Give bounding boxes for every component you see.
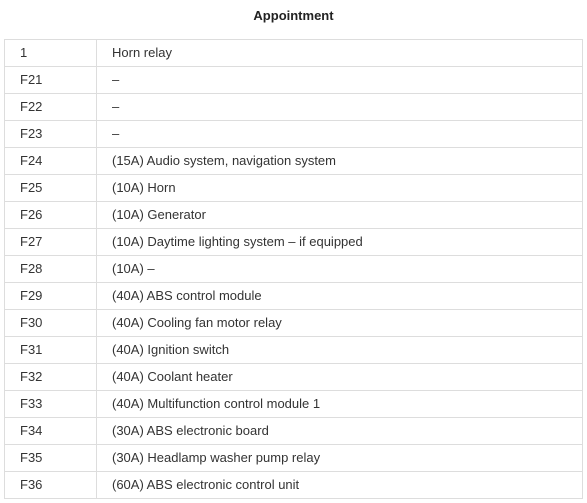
fuse-number-cell: F24 (4, 147, 97, 175)
table-row: F36(60A) ABS electronic control unit (4, 471, 583, 499)
fuse-number-cell: F31 (4, 336, 97, 364)
fuse-number-cell: F29 (4, 282, 97, 310)
fuse-number-cell: F36 (4, 471, 97, 499)
fuse-description-cell: (40A) Multifunction control module 1 (96, 390, 583, 418)
fuse-description-cell: (15A) Audio system, navigation system (96, 147, 583, 175)
fuse-description-cell: (30A) ABS electronic board (96, 417, 583, 445)
fuse-description-cell: (10A) – (96, 255, 583, 283)
table-row: F27(10A) Daytime lighting system – if eq… (4, 228, 583, 256)
table-row: F34(30A) ABS electronic board (4, 417, 583, 445)
fuse-description-cell: (60A) ABS electronic control unit (96, 471, 583, 499)
fuse-description-cell: (40A) Cooling fan motor relay (96, 309, 583, 337)
fuse-number-cell: F34 (4, 417, 97, 445)
table-title: Appointment (253, 8, 334, 23)
fuse-number-cell: F25 (4, 174, 97, 202)
fuse-description-cell: (10A) Generator (96, 201, 583, 229)
fuse-description-cell: – (96, 93, 583, 121)
table-row: F33(40A) Multifunction control module 1 (4, 390, 583, 418)
table-row: F21– (4, 66, 583, 94)
table-row: F23– (4, 120, 583, 148)
fuse-description-cell: – (96, 120, 583, 148)
table-row: F29(40A) ABS control module (4, 282, 583, 310)
fuse-description-cell: (40A) ABS control module (96, 282, 583, 310)
fuse-number-cell: F32 (4, 363, 97, 391)
fuse-description-cell: (10A) Daytime lighting system – if equip… (96, 228, 583, 256)
fuse-number-cell: F22 (4, 93, 97, 121)
table-row: F35(30A) Headlamp washer pump relay (4, 444, 583, 472)
fuse-number-cell: F33 (4, 390, 97, 418)
table-row: F25(10A) Horn (4, 174, 583, 202)
fuse-number-cell: F30 (4, 309, 97, 337)
fuse-description-cell: (10A) Horn (96, 174, 583, 202)
table-row: F24(15A) Audio system, navigation system (4, 147, 583, 175)
fuse-number-cell: F35 (4, 444, 97, 472)
fuse-number-cell: F27 (4, 228, 97, 256)
fuse-description-cell: (30A) Headlamp washer pump relay (96, 444, 583, 472)
fuse-number-cell: F21 (4, 66, 97, 94)
fuse-description-cell: (40A) Coolant heater (96, 363, 583, 391)
fuse-description-cell: – (96, 66, 583, 94)
fuse-description-cell: (40A) Ignition switch (96, 336, 583, 364)
fuse-number-cell: 1 (4, 39, 97, 67)
table-row: F28(10A) – (4, 255, 583, 283)
fuse-number-cell: F28 (4, 255, 97, 283)
fuse-number-cell: F23 (4, 120, 97, 148)
fuse-description-cell: Horn relay (96, 39, 583, 67)
fuse-number-cell: F26 (4, 201, 97, 229)
table-row: F22– (4, 93, 583, 121)
table-row: F30(40A) Cooling fan motor relay (4, 309, 583, 337)
table-row: F32(40A) Coolant heater (4, 363, 583, 391)
table-row: F31(40A) Ignition switch (4, 336, 583, 364)
table-row: F26(10A) Generator (4, 201, 583, 229)
